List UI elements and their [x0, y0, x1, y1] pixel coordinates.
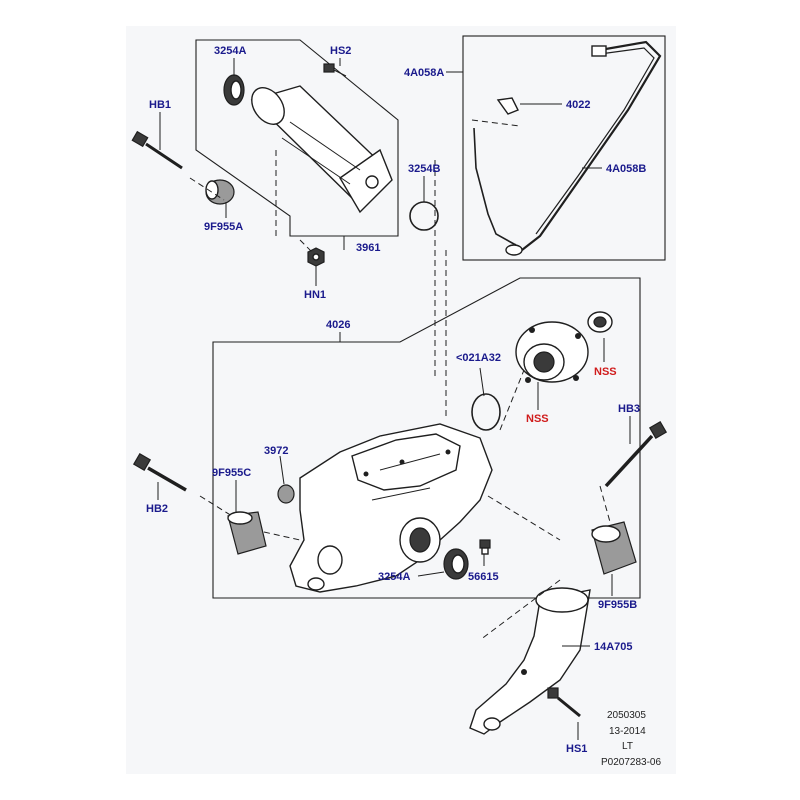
diagram-sheet — [126, 26, 676, 774]
bolt-hb2 — [132, 452, 187, 492]
o-ring-021a32 — [471, 393, 501, 431]
callout-021a32: <021A32 — [456, 352, 501, 364]
callout-4a058a: 4A058A — [404, 67, 444, 79]
callout-hs2: HS2 — [330, 45, 351, 57]
reference-line-1: 2050305 — [607, 710, 646, 721]
alignment-line — [263, 531, 301, 541]
breather-tube-4a058 — [473, 40, 662, 256]
callout-56615: 56615 — [468, 571, 499, 583]
callout-3254b: 3254B — [408, 163, 440, 175]
mounting-bracket-14a705 — [469, 587, 591, 735]
bush-9f955c — [227, 511, 267, 555]
callout-nss-flange: NSS — [526, 413, 549, 425]
breather-group-box — [462, 35, 666, 261]
leader-line — [479, 367, 485, 397]
alignment-line — [471, 119, 521, 127]
callout-9f955b: 9F955B — [598, 599, 637, 611]
callout-nss-seal: NSS — [594, 366, 617, 378]
callout-14a705: 14A705 — [594, 641, 633, 653]
alignment-line — [499, 369, 525, 431]
bush-9f955b — [591, 521, 637, 575]
bolt-hb3 — [604, 420, 668, 488]
flange-seal-nss — [587, 311, 613, 333]
bush-9f955a — [205, 179, 235, 205]
callout-hb2: HB2 — [146, 503, 168, 515]
seal-3254a-top — [223, 74, 245, 106]
bolt-hs2 — [323, 63, 347, 77]
callout-hb1: HB1 — [149, 99, 171, 111]
callout-hs1: HS1 — [566, 743, 587, 755]
callout-3254a-bottom: 3254A — [378, 571, 410, 583]
o-ring-3254b — [409, 201, 439, 231]
callout-4022: 4022 — [566, 99, 590, 111]
callout-9f955a: 9F955A — [204, 221, 243, 233]
alignment-line — [479, 579, 561, 641]
callout-hn1: HN1 — [304, 289, 326, 301]
reference-line-4: P0207283-06 — [601, 757, 661, 768]
diagram-reference-block: 2050305 13-2014 LT P0207283-06 — [601, 710, 661, 768]
nut-hn1 — [307, 247, 325, 267]
intake-tube-3961 — [250, 85, 393, 214]
bolt-hb1 — [131, 130, 183, 170]
transfer-case-4026 — [289, 423, 493, 593]
callout-3254a-top: 3254A — [214, 45, 246, 57]
plug-56615 — [479, 539, 491, 555]
transfer-case-group-box — [212, 277, 641, 599]
bush-3972 — [277, 484, 295, 504]
callout-9f955c: 9F955C — [212, 467, 251, 479]
callout-4026: 4026 — [326, 319, 350, 331]
callout-4a058b: 4A058B — [606, 163, 646, 175]
alignment-line — [299, 239, 313, 253]
leader-line — [417, 571, 445, 577]
alignment-line — [189, 177, 225, 201]
bolt-hs1 — [547, 687, 581, 718]
alignment-line — [487, 495, 561, 541]
reference-line-2: 13-2014 — [609, 726, 646, 737]
callout-hb3: HB3 — [618, 403, 640, 415]
callout-3961: 3961 — [356, 242, 380, 254]
alignment-line — [199, 495, 233, 517]
seal-3254a-bottom — [443, 548, 469, 580]
reference-line-3: LT — [622, 741, 633, 752]
leader-line — [279, 455, 285, 485]
output-flange — [515, 321, 589, 383]
callout-3972: 3972 — [264, 445, 288, 457]
alignment-line — [599, 485, 611, 523]
